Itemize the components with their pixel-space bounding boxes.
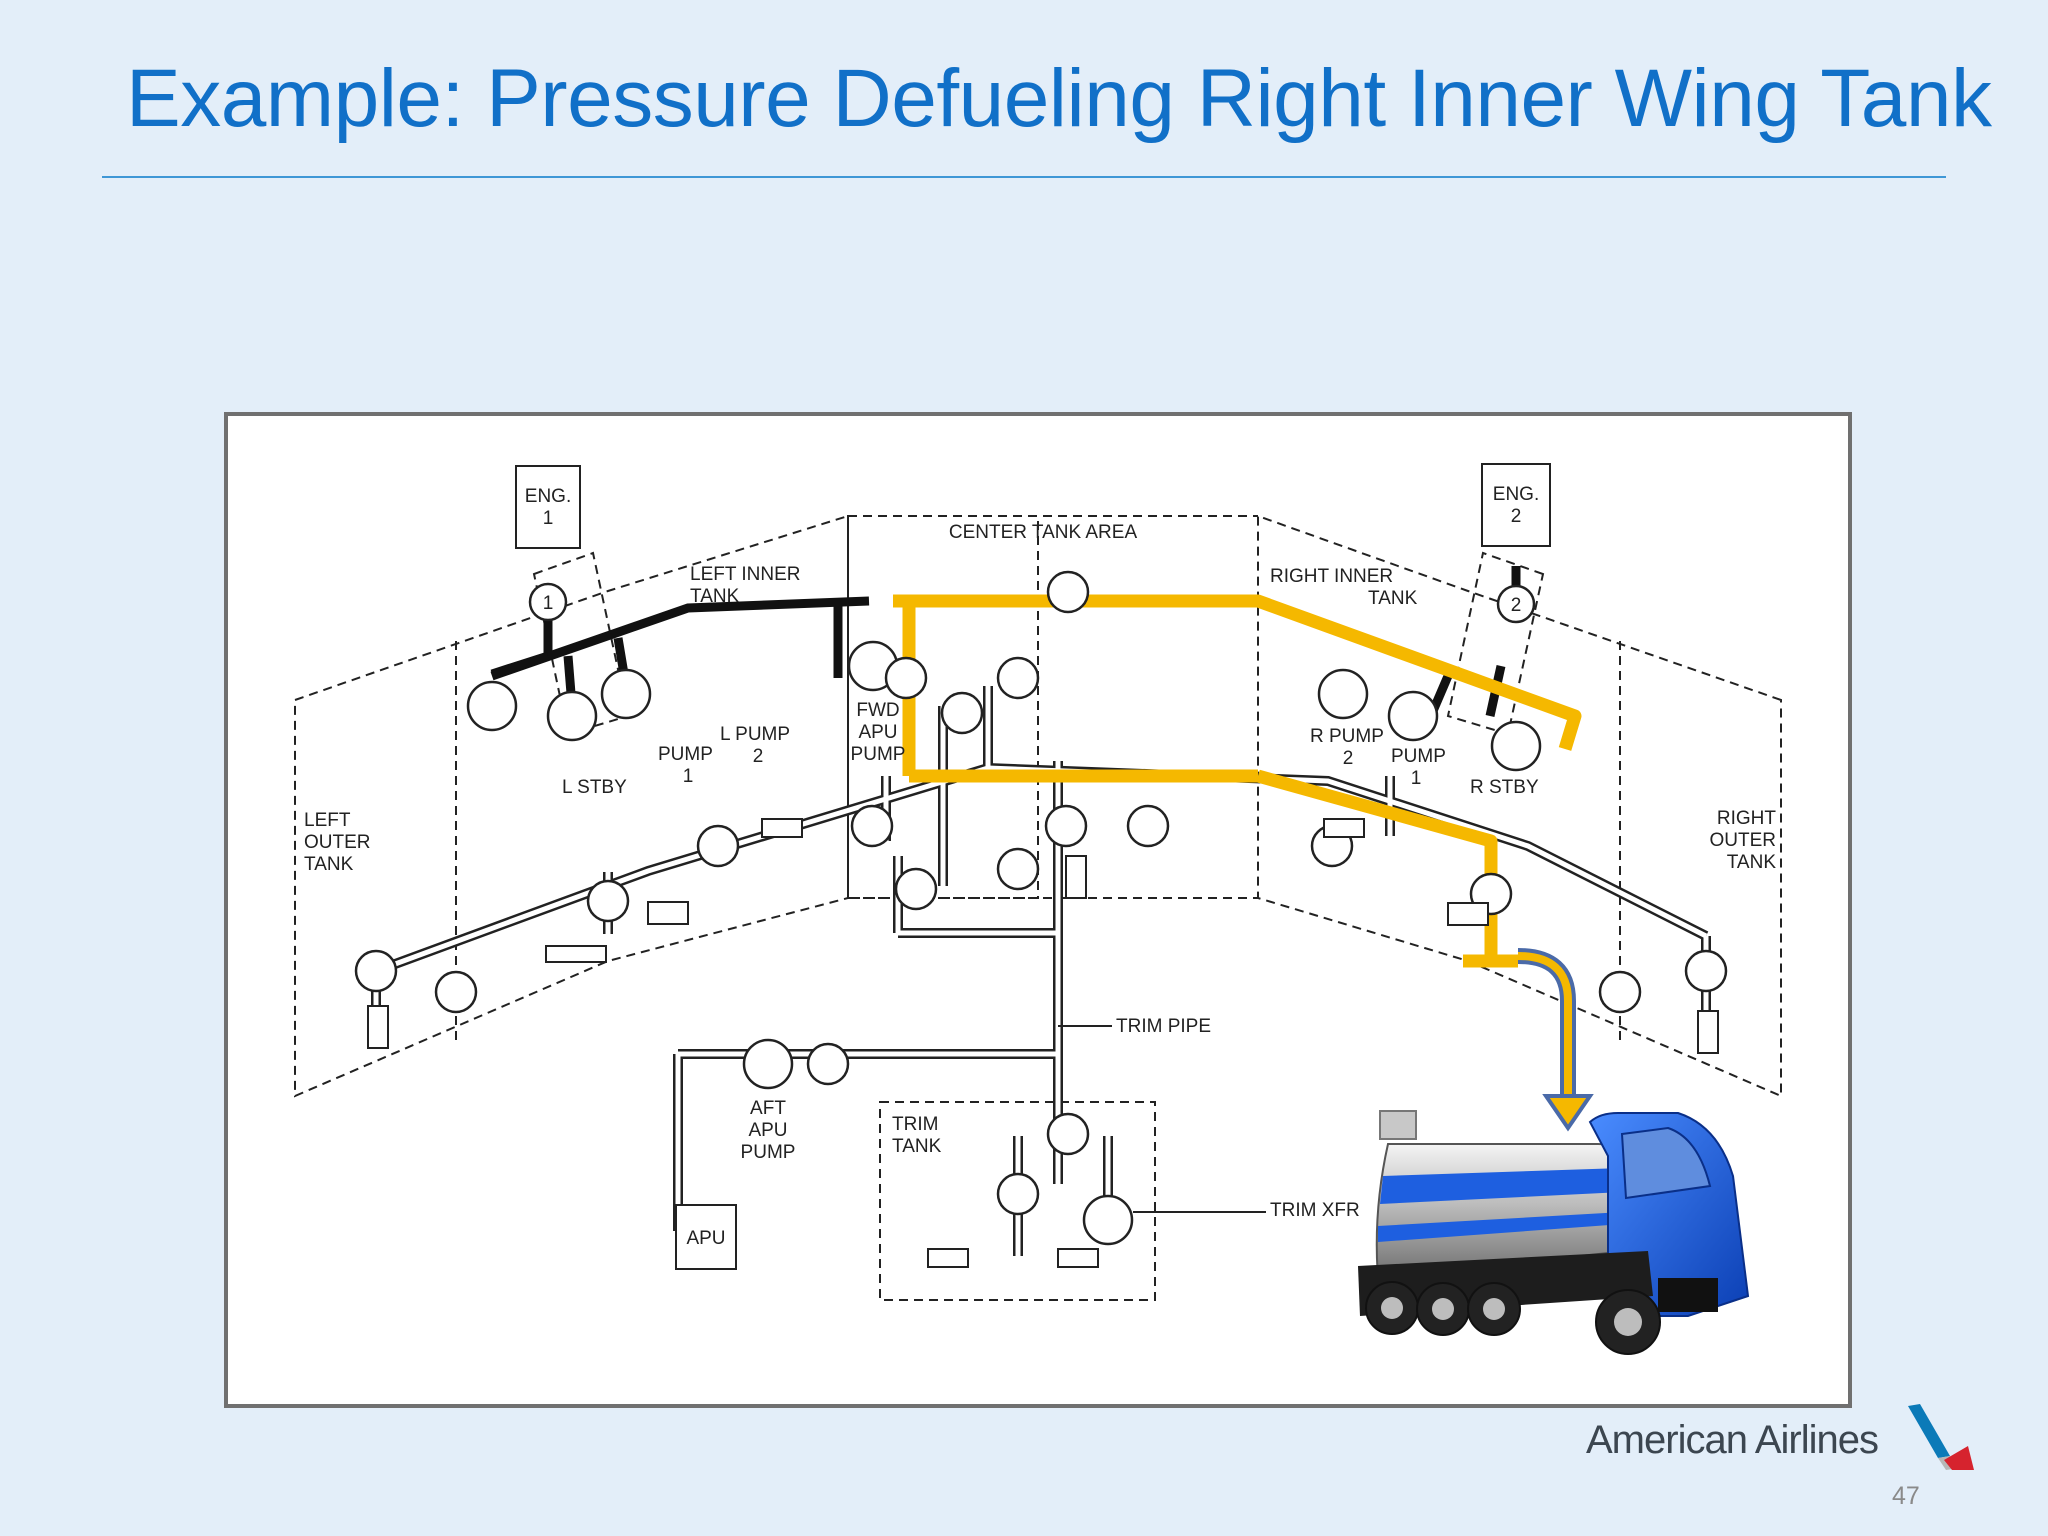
l-stby-label: L STBY: [562, 777, 627, 798]
american-airlines-logo: American Airlines: [1586, 1404, 1986, 1474]
trim-tank-label-1: TRIM: [892, 1114, 938, 1135]
right-outer-label-1: RIGHT: [1717, 808, 1777, 829]
pump1-left-label-1: PUMP: [658, 744, 713, 765]
pump1-right-label-2: 1: [1411, 768, 1422, 789]
engine-boxes: [515, 463, 1551, 549]
engine-2-number: 2: [1511, 595, 1522, 616]
pump1-left-label-2: 1: [683, 766, 694, 787]
drain-symbols: [367, 818, 1719, 1268]
aft-apu-label-1: AFT: [750, 1098, 786, 1119]
engine-1-number: 1: [543, 593, 554, 614]
eng1-label-line2: 1: [543, 508, 554, 529]
r-pump2-label-2: 2: [1343, 748, 1354, 769]
right-outer-label-2: OUTER: [1710, 830, 1777, 851]
trim-pipe-label: TRIM PIPE: [1116, 1016, 1211, 1037]
truck-grille: [1658, 1278, 1718, 1312]
right-inner-label-1: RIGHT INNER: [1270, 566, 1393, 587]
flight-symbol-icon: [1908, 1404, 1974, 1470]
apu-box: [675, 1204, 737, 1270]
fuel-truck-illustration: [1358, 1110, 1750, 1355]
left-outer-label-3: TANK: [304, 854, 354, 875]
fwd-apu-label-3: PUMP: [851, 744, 906, 765]
fuel-schematic: ENG. 1 ENG. 2 CENTER TANK AREA LEFT INNE…: [294, 463, 1782, 1355]
right-inner-label-2: TANK: [1368, 588, 1418, 609]
pump1-right-label-1: PUMP: [1391, 746, 1446, 767]
leader-lines: [1058, 1025, 1266, 1213]
l-pump2-label-1: L PUMP: [720, 724, 790, 745]
pump-symbols: [466, 640, 1542, 1246]
left-inner-label-1: LEFT INNER: [690, 564, 801, 585]
fwd-apu-label-2: APU: [858, 722, 897, 743]
fuel-system-diagram: ENG. 1 ENG. 2 CENTER TANK AREA LEFT INNE…: [224, 412, 1852, 1408]
title-divider: [102, 176, 1946, 178]
transfer-arrow: [1517, 948, 1594, 1132]
center-tank-label: CENTER TANK AREA: [949, 522, 1138, 543]
eng2-label-line1: ENG.: [1493, 484, 1539, 505]
apu-label: APU: [686, 1228, 725, 1249]
left-outer-label-1: LEFT: [304, 810, 351, 831]
eng2-label-line2: 2: [1511, 506, 1522, 527]
fwd-apu-label-1: FWD: [856, 700, 899, 721]
aft-apu-label-2: APU: [748, 1120, 787, 1141]
r-pump2-label-1: R PUMP: [1310, 726, 1384, 747]
slide-title: Example: Pressure Defueling Right Inner …: [126, 53, 1992, 144]
right-outer-label-3: TANK: [1727, 852, 1777, 873]
valve-symbols: [354, 570, 1728, 1216]
diagram-labels: ENG. 1 ENG. 2 CENTER TANK AREA LEFT INNE…: [304, 484, 1776, 1249]
l-pump2-label-2: 2: [753, 746, 764, 767]
trim-tank-label-2: TANK: [892, 1136, 942, 1157]
left-inner-label-2: TANK: [690, 586, 740, 607]
page-number: 47: [1892, 1482, 1920, 1510]
trim-xfr-label: TRIM XFR: [1270, 1200, 1360, 1221]
eng1-label-line1: ENG.: [525, 486, 571, 507]
left-outer-label-2: OUTER: [304, 832, 371, 853]
brand-name: American Airlines: [1586, 1418, 1879, 1462]
r-stby-label: R STBY: [1470, 777, 1539, 798]
aft-apu-label-3: PUMP: [741, 1142, 796, 1163]
engine-numbers: [528, 582, 1536, 624]
